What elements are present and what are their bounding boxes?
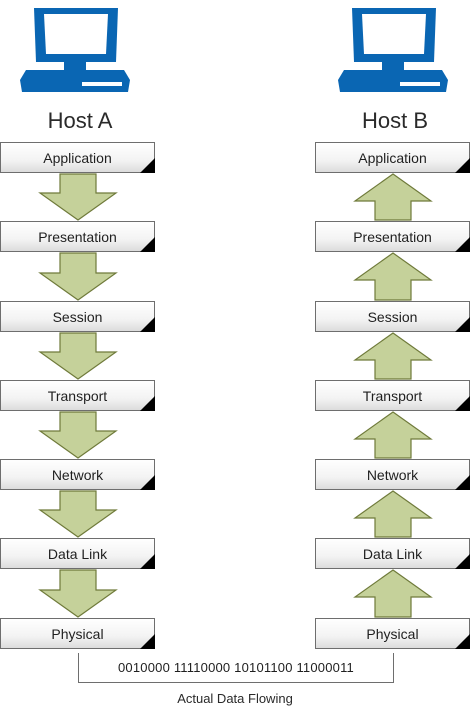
host-b-up-arrow <box>353 173 433 221</box>
host-a-down-arrow <box>38 569 118 618</box>
host-b-up-arrow <box>353 411 433 459</box>
layer-label: Application <box>43 149 112 166</box>
corner-mark <box>455 634 470 649</box>
layer-label: Presentation <box>353 228 432 245</box>
layer-label: Transport <box>47 387 108 404</box>
corner-mark <box>455 158 470 173</box>
host-a-layer-transport: Transport <box>0 380 155 411</box>
host-a-layer-network: Network <box>0 459 155 490</box>
host-a-layer-application: Application <box>0 142 155 173</box>
host-a-down-arrow <box>38 490 118 538</box>
corner-mark <box>455 396 470 411</box>
layer-label: Session <box>367 308 418 325</box>
data-flow-caption: Actual Data Flowing <box>177 691 293 706</box>
host-b-title: Host B <box>361 108 429 133</box>
layer-label: Presentation <box>38 228 117 245</box>
host-b-up-arrow <box>353 569 433 618</box>
host-a-down-arrow <box>38 332 118 380</box>
corner-mark <box>140 475 155 490</box>
layer-label: Application <box>358 149 427 166</box>
host-b-computer-icon <box>338 8 448 92</box>
layer-label: Session <box>52 308 103 325</box>
host-b-layer-data-link: Data Link <box>315 538 470 569</box>
host-a-layer-session: Session <box>0 301 155 332</box>
corner-mark <box>140 634 155 649</box>
host-b-layer-session: Session <box>315 301 470 332</box>
host-a-layer-physical: Physical <box>0 618 155 649</box>
corner-mark <box>140 317 155 332</box>
host-b-up-arrow <box>353 252 433 301</box>
corner-mark <box>455 475 470 490</box>
layer-label: Network <box>51 466 104 483</box>
host-b-layer-transport: Transport <box>315 380 470 411</box>
host-b-layer-presentation: Presentation <box>315 221 470 252</box>
corner-mark <box>140 158 155 173</box>
bit-stream: 0010000 11110000 10101100 11000011 <box>78 653 394 683</box>
host-b-layer-physical: Physical <box>315 618 470 649</box>
host-a-down-arrow <box>38 252 118 301</box>
host-a-down-arrow <box>38 411 118 459</box>
corner-mark <box>455 237 470 252</box>
host-a-title: Host A <box>47 108 113 133</box>
corner-mark <box>455 317 470 332</box>
layer-label: Data Link <box>362 545 423 562</box>
corner-mark <box>455 554 470 569</box>
host-b-layer-application: Application <box>315 142 470 173</box>
host-a-layer-presentation: Presentation <box>0 221 155 252</box>
layer-label: Physical <box>51 625 104 642</box>
host-a-layer-data-link: Data Link <box>0 538 155 569</box>
host-a-down-arrow <box>38 173 118 221</box>
layer-label: Transport <box>362 387 423 404</box>
layer-label: Data Link <box>47 545 108 562</box>
corner-mark <box>140 396 155 411</box>
layer-label: Physical <box>366 625 419 642</box>
corner-mark <box>140 554 155 569</box>
host-b-up-arrow <box>353 490 433 538</box>
host-a-computer-icon <box>20 8 130 92</box>
host-b-layer-network: Network <box>315 459 470 490</box>
corner-mark <box>140 237 155 252</box>
layer-label: Network <box>366 466 419 483</box>
host-b-up-arrow <box>353 332 433 380</box>
